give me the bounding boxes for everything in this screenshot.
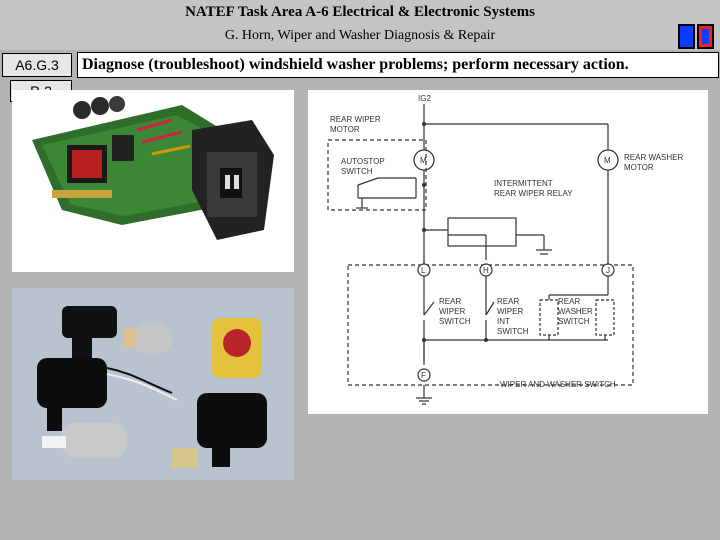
terminal-h: H [483,266,489,275]
back-nav-icon[interactable] [678,24,695,49]
task-description: Diagnose (troubleshoot) windshield washe… [77,52,719,78]
rear-wiper-motor-label-2: MOTOR [330,125,360,134]
header-bar: NATEF Task Area A-6 Electrical & Electro… [0,0,720,50]
washer-motor-symbol: M [604,156,611,165]
autostop-label-1: AUTOSTOP [341,157,385,166]
ig2-label: IG2 [418,94,431,103]
rear-wiper-int-switch-label-3: INT [497,317,510,326]
terminal-f: F [421,371,426,380]
rear-washer-motor-label-1: REAR WASHER [624,153,683,162]
relay-label-1: INTERMITTENT [494,179,553,188]
rear-washer-switch-label-1: REAR [558,297,580,306]
rear-wiper-switch-label-3: SWITCH [439,317,471,326]
task-code-label: A6.G.3 [2,53,72,77]
slide-title: NATEF Task Area A-6 Electrical & Electro… [185,4,535,20]
rear-washer-switch-label-2: WASHER [558,307,593,316]
rear-wiper-int-switch-label-1: REAR [497,297,519,306]
wiring-diagram: IG2 REAR WIPER MOTOR AUTOSTOP SWITCH M M… [308,90,708,414]
rear-washer-switch-label-3: SWITCH [558,317,590,326]
slide-subtitle: G. Horn, Wiper and Washer Diagnosis & Re… [224,28,496,43]
rear-wiper-int-switch-label-4: SWITCH [497,327,529,336]
home-nav-icon[interactable] [697,24,714,49]
rear-wiper-int-switch-label-2: WIPER [497,307,523,316]
terminal-l: L [421,266,426,275]
rear-wiper-motor-label-1: REAR WIPER [330,115,381,124]
wiper-motor-symbol: M [420,156,427,165]
wiper-washer-switch-label: WIPER AND WASHER SWITCH [500,380,616,389]
relay-label-2: REAR WIPER RELAY [494,189,573,198]
washer-pumps-photo [12,288,294,480]
rear-wiper-switch-label-2: WIPER [439,307,465,316]
relay-board-photo [12,90,294,272]
terminal-j: J [606,266,610,275]
rear-washer-motor-label-2: MOTOR [624,163,654,172]
rear-wiper-switch-label-1: REAR [439,297,461,306]
autostop-label-2: SWITCH [341,167,373,176]
